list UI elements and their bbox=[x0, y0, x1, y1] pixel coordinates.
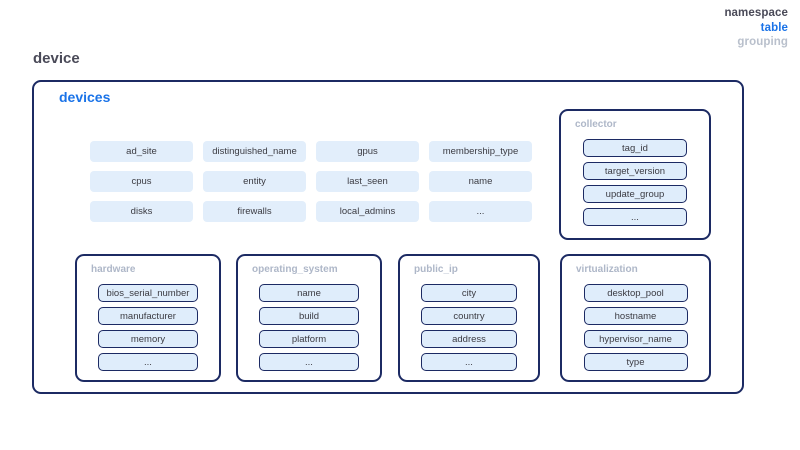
grouping-label: operating_system bbox=[252, 264, 338, 275]
field-chip[interactable]: ... bbox=[583, 208, 687, 226]
field-chip[interactable]: type bbox=[583, 353, 688, 371]
field-chip[interactable]: update_group bbox=[583, 185, 687, 203]
field-chip[interactable]: ... bbox=[98, 353, 198, 371]
grouping-label: virtualization bbox=[576, 264, 638, 275]
grouping-fields: name build platform ... bbox=[238, 284, 380, 371]
field-chip[interactable]: hypervisor_name bbox=[583, 330, 688, 348]
field-chip[interactable]: country bbox=[421, 307, 517, 325]
field-chip[interactable]: platform bbox=[259, 330, 359, 348]
field-chip[interactable]: last_seen bbox=[316, 171, 419, 192]
field-chip[interactable]: ad_site bbox=[90, 141, 193, 162]
field-chip[interactable]: hostname bbox=[583, 307, 688, 325]
field-chip[interactable]: ... bbox=[421, 353, 517, 371]
legend: namespace table grouping bbox=[724, 6, 788, 50]
grouping-label: public_ip bbox=[414, 264, 458, 275]
grouping-fields: tag_id target_version update_group ... bbox=[561, 139, 709, 226]
field-chip[interactable]: firewalls bbox=[203, 201, 306, 222]
grouping-label: hardware bbox=[91, 264, 136, 275]
field-chip[interactable]: disks bbox=[90, 201, 193, 222]
table-name-label: devices bbox=[59, 89, 111, 105]
field-chip[interactable]: distinguished_name bbox=[203, 141, 306, 162]
table-container: devices ad_site distinguished_name gpus … bbox=[32, 80, 744, 394]
field-chip[interactable]: name bbox=[429, 171, 532, 192]
grouping-operating-system: operating_system name build platform ... bbox=[236, 254, 382, 382]
namespace-title: device bbox=[33, 50, 80, 67]
field-chip[interactable]: local_admins bbox=[316, 201, 419, 222]
grouping-fields: city country address ... bbox=[400, 284, 538, 371]
legend-item-namespace: namespace bbox=[724, 7, 788, 19]
field-chip[interactable]: name bbox=[259, 284, 359, 302]
grouping-collector: collector tag_id target_version update_g… bbox=[559, 109, 711, 240]
field-chip[interactable]: build bbox=[259, 307, 359, 325]
field-chip[interactable]: tag_id bbox=[583, 139, 687, 157]
field-chip[interactable]: city bbox=[421, 284, 517, 302]
field-chip[interactable]: ... bbox=[429, 201, 532, 222]
legend-item-table: table bbox=[760, 21, 788, 34]
grouping-virtualization: virtualization desktop_pool hostname hyp… bbox=[560, 254, 711, 382]
field-chip[interactable]: memory bbox=[98, 330, 198, 348]
grouping-public-ip: public_ip city country address ... bbox=[398, 254, 540, 382]
field-chip[interactable]: bios_serial_number bbox=[98, 284, 198, 302]
grouping-fields: desktop_pool hostname hypervisor_name ty… bbox=[562, 284, 709, 371]
field-chip[interactable]: gpus bbox=[316, 141, 419, 162]
grouping-hardware: hardware bios_serial_number manufacturer… bbox=[75, 254, 221, 382]
field-chip[interactable]: desktop_pool bbox=[583, 284, 688, 302]
table-fields-grid: ad_site distinguished_name gpus membersh… bbox=[90, 141, 532, 222]
field-chip[interactable]: address bbox=[421, 330, 517, 348]
legend-item-grouping: grouping bbox=[737, 36, 788, 49]
field-chip[interactable]: target_version bbox=[583, 162, 687, 180]
field-chip[interactable]: membership_type bbox=[429, 141, 532, 162]
grouping-label: collector bbox=[575, 119, 617, 130]
field-chip[interactable]: cpus bbox=[90, 171, 193, 192]
grouping-fields: bios_serial_number manufacturer memory .… bbox=[77, 284, 219, 371]
field-chip[interactable]: manufacturer bbox=[98, 307, 198, 325]
field-chip[interactable]: ... bbox=[259, 353, 359, 371]
field-chip[interactable]: entity bbox=[203, 171, 306, 192]
